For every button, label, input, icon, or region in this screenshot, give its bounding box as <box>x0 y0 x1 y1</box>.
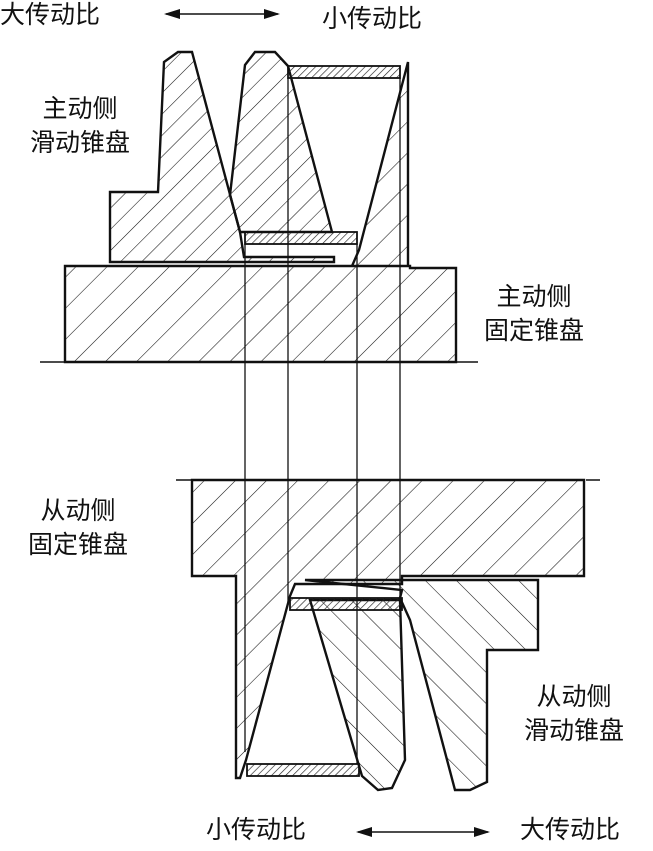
driven-sliding-cone <box>304 578 540 792</box>
drive-belt-inner <box>244 231 358 245</box>
driven-fixed-label-line1: 从动侧 <box>40 496 116 525</box>
top-ratio-arrow <box>164 9 280 19</box>
driven-fixed-label-line2: 固定锥盘 <box>28 530 129 559</box>
drive-sliding-label: 主动侧 滑动锥盘 <box>30 92 130 160</box>
drive-sliding-cone <box>108 50 336 264</box>
bottom-ratio-arrow <box>356 827 490 837</box>
drive-fixed-cone <box>63 61 458 364</box>
drive-sliding-inner <box>228 50 334 234</box>
drive-sliding-label-line1: 主动侧 <box>42 94 118 123</box>
drive-sliding-label-line2: 滑动锥盘 <box>30 128 131 157</box>
drive-fixed-label: 主动侧 固定锥盘 <box>484 280 584 348</box>
bottom-ratio-right-label: 大传动比 <box>520 815 621 844</box>
driven-belt-upper <box>289 597 403 611</box>
bottom-ratio-left-label: 小传动比 <box>206 815 307 844</box>
driven-sliding-label: 从动侧 滑动锥盘 <box>524 680 624 748</box>
top-ratio-right-label: 小传动比 <box>322 4 423 33</box>
driven-fixed-label: 从动侧 固定锥盘 <box>28 494 128 562</box>
driven-sliding-label-line1: 从动侧 <box>536 682 612 711</box>
drive-fixed-label-line1: 主动侧 <box>496 282 572 311</box>
driven-fixed-cone <box>190 478 586 780</box>
drive-fixed-label-line2: 固定锥盘 <box>484 316 585 345</box>
driven-sliding-inner <box>308 598 407 792</box>
drive-belt-outer <box>287 65 401 79</box>
driven-sliding-label-line2: 滑动锥盘 <box>524 716 625 745</box>
driven-belt-lower <box>246 763 360 777</box>
top-ratio-left-label: 大传动比 <box>0 0 101 29</box>
